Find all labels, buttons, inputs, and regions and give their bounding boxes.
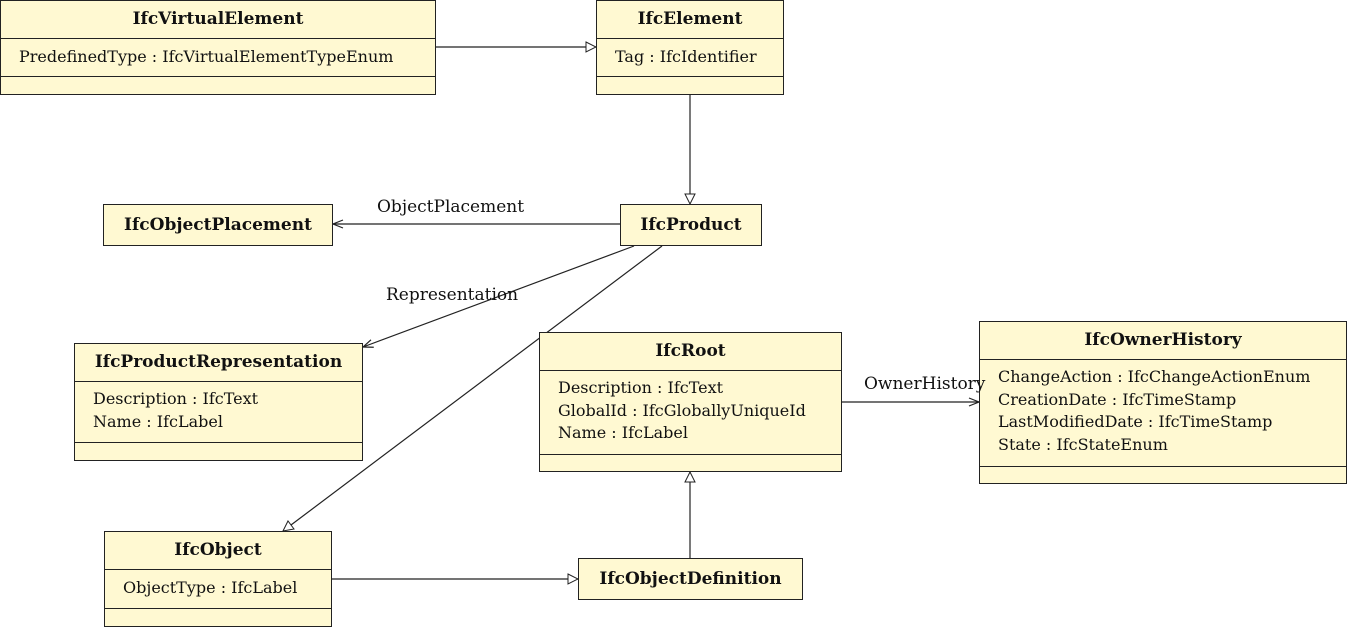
attribute: GlobalId : IfcGloballyUniqueId: [558, 400, 806, 420]
association-label-representation: Representation: [386, 285, 519, 305]
attribute: PredefinedType : IfcVirtualElementTypeEn…: [19, 47, 394, 66]
class-operations: [540, 454, 841, 471]
class-name: IfcElement: [637, 9, 743, 29]
class-name: IfcVirtualElement: [132, 9, 304, 29]
class-ifcproduct[interactable]: IfcProduct: [620, 204, 762, 246]
class-name: IfcObjectDefinition: [599, 569, 782, 589]
class-attributes: PredefinedType : IfcVirtualElementTypeEn…: [1, 39, 435, 76]
class-ifcownerhistory[interactable]: IfcOwnerHistory ChangeAction : IfcChange…: [979, 321, 1347, 484]
class-operations: [105, 608, 331, 626]
class-ifcobjectplacement[interactable]: IfcObjectPlacement: [103, 204, 333, 246]
class-name: IfcObject: [174, 540, 262, 560]
attribute: LastModifiedDate : IfcTimeStamp: [998, 412, 1273, 431]
class-attributes: Description : IfcText GlobalId : IfcGlob…: [540, 371, 841, 454]
class-operations: [597, 76, 783, 94]
class-operations: [1, 76, 435, 94]
attribute: ObjectType : IfcLabel: [123, 578, 298, 597]
attribute: ChangeAction : IfcChangeActionEnum: [998, 367, 1311, 386]
class-ifcvirtualelement[interactable]: IfcVirtualElement PredefinedType : IfcVi…: [0, 0, 436, 95]
class-name: IfcProduct: [640, 215, 742, 235]
class-ifcobjectdefinition[interactable]: IfcObjectDefinition: [578, 558, 803, 600]
class-attributes: ObjectType : IfcLabel: [105, 570, 331, 608]
class-attributes: Description : IfcText Name : IfcLabel: [75, 382, 362, 442]
class-ifcobject[interactable]: IfcObject ObjectType : IfcLabel: [104, 531, 332, 627]
association-label-objectplacement: ObjectPlacement: [377, 197, 525, 217]
attribute: Description : IfcText: [93, 389, 259, 408]
class-ifcelement[interactable]: IfcElement Tag : IfcIdentifier: [596, 0, 784, 95]
attribute: Name : IfcLabel: [93, 411, 223, 431]
attribute: Tag : IfcIdentifier: [615, 47, 757, 66]
class-ifcroot[interactable]: IfcRoot Description : IfcText GlobalId :…: [539, 332, 842, 472]
attribute: State : IfcStateEnum: [998, 434, 1168, 454]
class-name: IfcObjectPlacement: [124, 215, 312, 235]
attribute: Name : IfcLabel: [558, 423, 688, 442]
attribute: Description : IfcText: [558, 378, 724, 397]
association-label-ownerhistory: OwnerHistory: [864, 374, 986, 394]
class-operations: [75, 442, 362, 460]
class-name: IfcOwnerHistory: [1084, 330, 1242, 350]
class-attributes: Tag : IfcIdentifier: [597, 39, 783, 76]
class-operations: [980, 466, 1346, 483]
attribute: CreationDate : IfcTimeStamp: [998, 389, 1237, 409]
class-name: IfcProductRepresentation: [94, 352, 343, 372]
class-ifcproductrepresentation[interactable]: IfcProductRepresentation Description : I…: [74, 343, 363, 461]
class-attributes: ChangeAction : IfcChangeActionEnum Creat…: [980, 360, 1346, 466]
class-name: IfcRoot: [655, 341, 726, 361]
